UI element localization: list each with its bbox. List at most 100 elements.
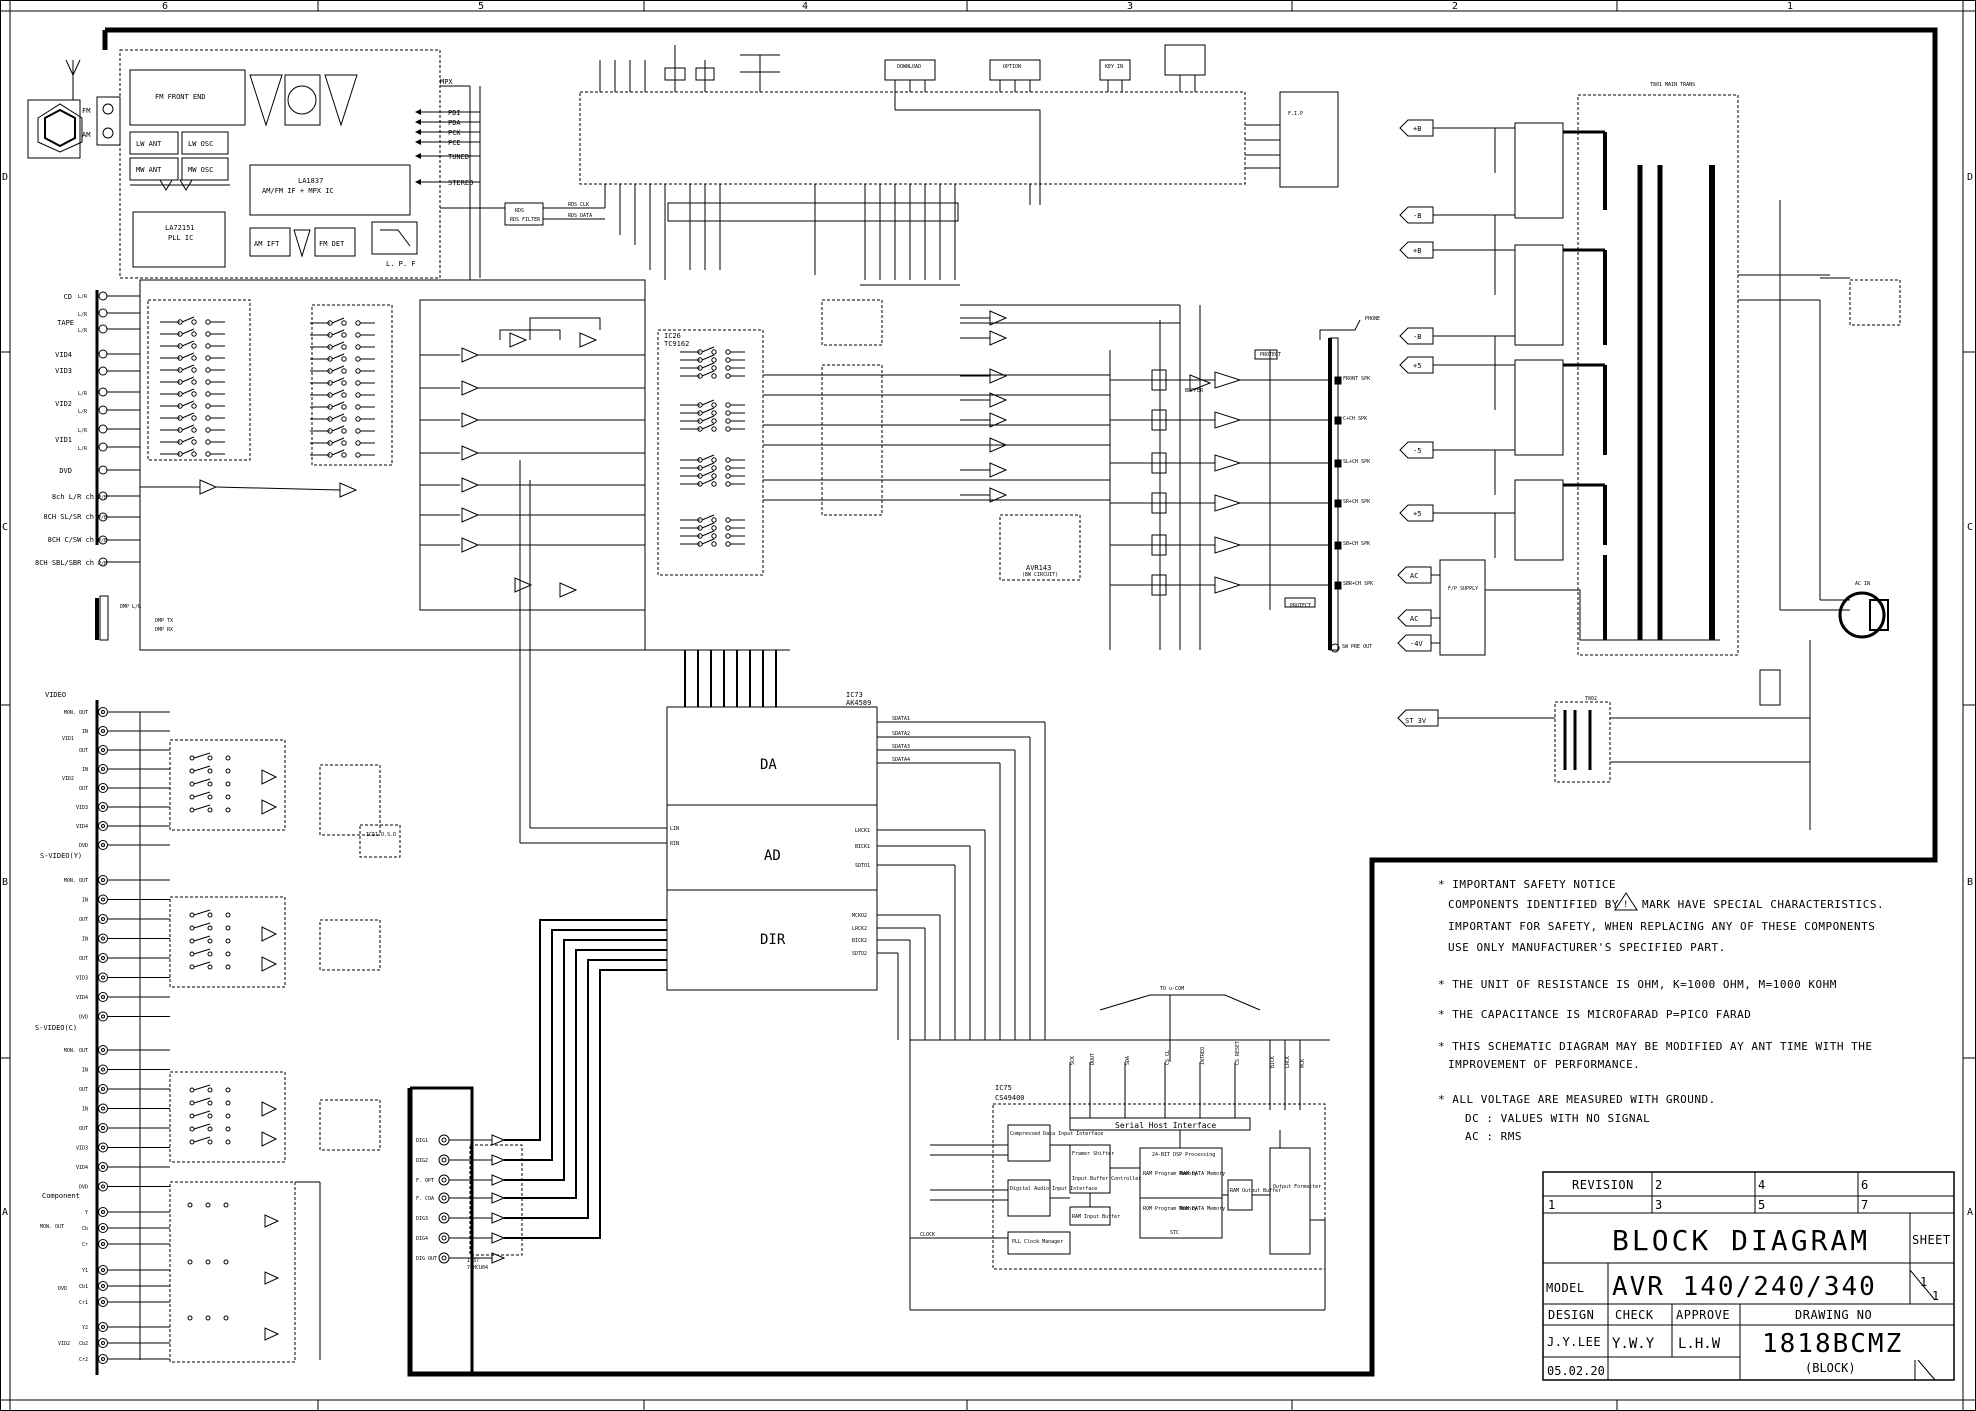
video-switch-contact [225,807,231,813]
video-switch-contact [225,925,231,931]
ac-label: -4V [1410,640,1423,648]
video-row-label: Cb [82,1226,88,1232]
digital-input-label: DIG2 [416,1158,428,1164]
relay-symbol [1151,369,1167,391]
video-switch-contact [207,755,213,761]
video-switch-arm [193,1084,211,1091]
video-row-label: Y1 [82,1268,88,1274]
digital-input-jack-pin [441,1255,447,1261]
video-jack [98,1045,108,1055]
video-jack [98,1084,108,1094]
switch-contact [711,541,717,547]
switch-contact [205,355,211,361]
tb-model-label: MODEL [1546,1281,1585,1295]
switch-contact [341,416,347,422]
switch-contact [711,349,717,355]
video-jack-pin [101,1210,105,1214]
video-switch-contact [189,938,195,944]
power-amp-symbol [1214,411,1242,429]
video-jack-pin [101,843,105,847]
notes: * IMPORTANT SAFETY NOTICE COMPONENTS IDE… [1438,878,1884,1143]
digital-input-jack [438,1134,450,1146]
video-row-label: IN [82,729,88,735]
switch-contact [355,452,361,458]
digital-input-jack [438,1232,450,1244]
ic26-label: IC26 [664,332,681,340]
switch-contact [341,380,347,386]
video-buffer-symbol [261,769,278,785]
video-jack-pin [101,1067,105,1072]
video-row-label: OUT [79,917,88,923]
digital-input-jack [438,1174,450,1186]
note-capacitance: * THE CAPACITANCE IS MICROFARAD P=PICO F… [1438,1008,1751,1021]
video-jack-pin [101,786,105,790]
digital-input-jack-pin [441,1157,447,1163]
relay-symbol [1151,492,1167,514]
grid-row-c: C [2,522,8,533]
video-row-label: Cb1 [79,1284,88,1290]
comp-mon-out: MON. OUT [40,1224,64,1230]
input-dvd: DVD [59,467,72,475]
switch-arm [331,329,345,336]
switch-contact [205,391,211,397]
switch-contact [341,368,347,374]
switch-arm [331,413,345,420]
video-switch-contact [207,951,213,957]
speaker-terminal [1334,581,1342,590]
opamp-symbol [989,462,1008,478]
input-jack [98,465,108,475]
switch-arm [701,415,715,422]
video-switch-contact [189,964,195,970]
ucom-block [579,44,1339,286]
host-pin-cs-reset: CS RESET [1235,1041,1241,1065]
video-row-label: OUT [79,1126,88,1132]
video-switch-contact [189,781,195,787]
video-row-label: Cr1 [79,1300,88,1306]
switch-contact [725,525,731,531]
switch-contact [355,344,361,350]
input-8ch-csw: 8CH C/SW ch [48,536,94,544]
video-row-label: VID3 [76,805,88,811]
grid-labels: 6 5 4 3 2 1 D C B A D C B A [2,1,1973,1218]
switch-contact [725,426,731,432]
input-cd: CD [64,293,72,301]
video-switch-contact [189,1100,195,1106]
video-row-label: OUT [79,748,88,754]
video-jack-pin [101,710,105,714]
to-ucom: TO u-COM [1160,986,1184,992]
video-jack-pin [101,1126,105,1130]
input-8ch-lr-pb: P/B [98,495,107,501]
video-switch-contact [207,794,213,800]
video-jack-pin [101,1184,105,1189]
amp-ch-sr: SR+CH SPK [1343,499,1370,505]
note-ac: AC : RMS [1465,1130,1522,1143]
switch-contact [725,373,731,379]
grid-col-3: 3 [1127,1,1133,12]
switch-arm [701,522,715,529]
video-jack [98,1181,108,1192]
opamp-symbol [509,332,528,348]
video-jack [98,1162,108,1172]
amp-protect-2: PROTECT [1290,603,1311,609]
video-jack [98,933,108,944]
note-resistance: * THE UNIT OF RESISTANCE IS OHM, K=1000 … [1438,978,1837,991]
video-jack [98,1297,108,1307]
switch-arm [331,377,345,384]
dir-input-route [504,959,667,1219]
tb-drawing-no: DRAWING NO [1795,1308,1872,1322]
switch-contact [191,427,197,433]
tb-designer: J.Y.LEE [1547,1335,1601,1349]
grid-row-a: A [2,1207,8,1218]
input-jack [98,366,108,376]
ic75-part: CS49400 [995,1094,1025,1102]
video-switch-contact [225,768,231,774]
ic37-label: IC37 [467,1258,479,1264]
video-row-label: IN [82,937,88,943]
video-buffer-symbol [261,926,278,942]
video-jack-pin [101,1325,105,1329]
video-switch-contact [207,925,213,931]
ad-in-r: RIN [670,841,679,847]
component-buffer-symbol [264,1271,280,1285]
video-jack-pin [101,1145,105,1150]
component-switch-contact [223,1202,229,1208]
